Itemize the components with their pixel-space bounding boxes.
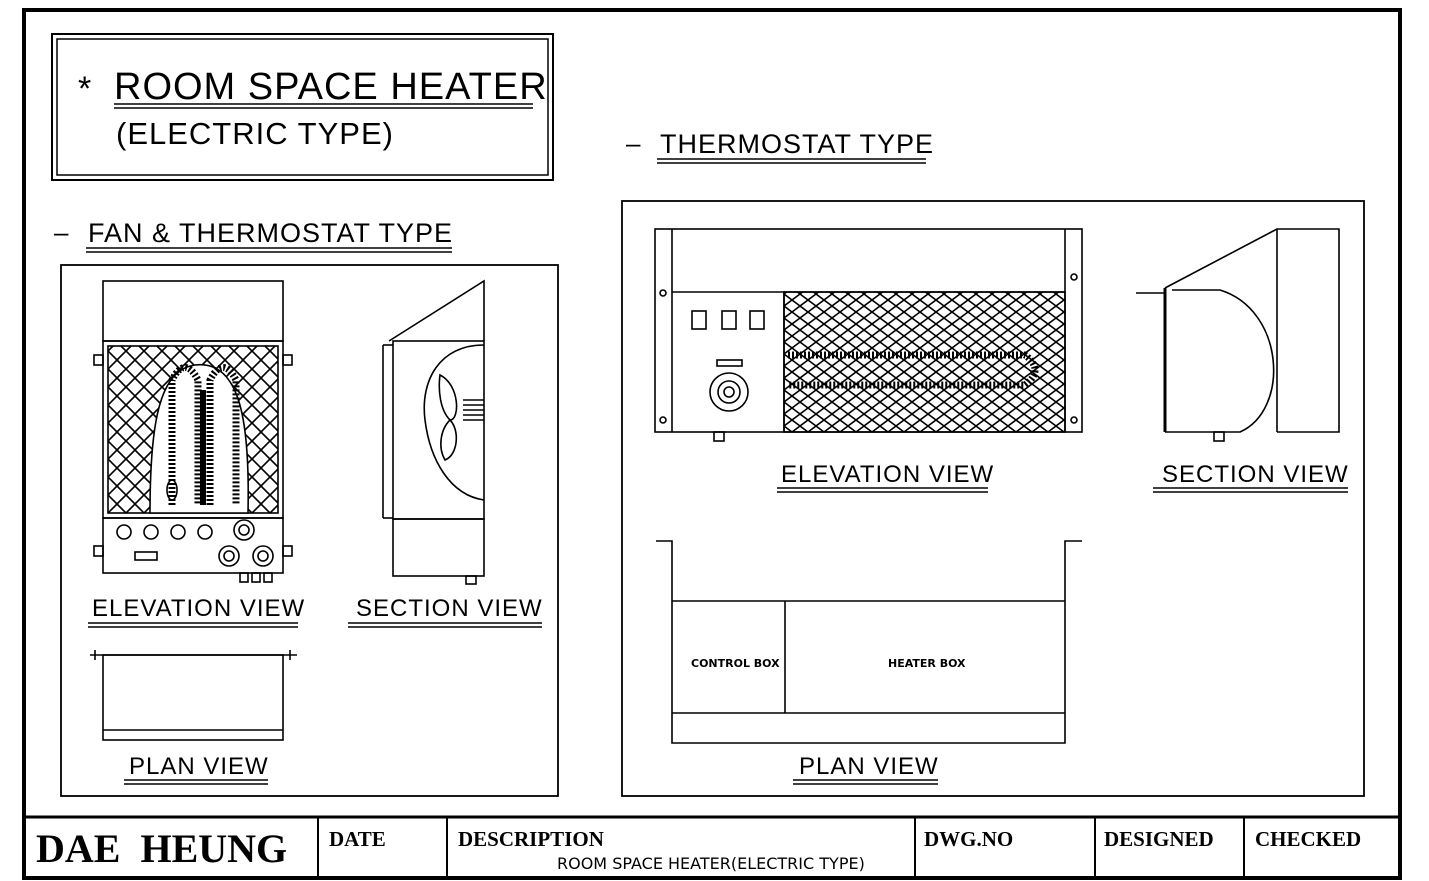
fan-plan-label: PLAN VIEW <box>129 753 269 780</box>
page-title: ROOM SPACE HEATER <box>114 66 548 108</box>
fan-section-drawing <box>382 279 485 585</box>
fan-thermostat-title: FAN & THERMOSTAT TYPE <box>88 218 453 248</box>
thermostat-plan-drawing <box>656 540 1082 744</box>
fan-elevation-label: ELEVATION VIEW <box>92 595 305 622</box>
thermostat-heading: – THERMOSTAT TYPE <box>626 128 934 164</box>
fan-plan-drawing <box>90 650 297 741</box>
page-subtitle: (ELECTRIC TYPE) <box>116 116 394 151</box>
thermostat-plan-label: PLAN VIEW <box>799 753 939 780</box>
thermostat-elevation-label: ELEVATION VIEW <box>781 461 994 488</box>
thermostat-elevation-drawing <box>654 228 1083 442</box>
thermostat-section-label: SECTION VIEW <box>1162 461 1349 488</box>
heater-box-label: HEATER BOX <box>888 657 966 670</box>
footer-strip <box>24 815 1400 878</box>
sheet-border <box>22 8 1402 880</box>
company-name: DAE HEUNG <box>36 826 287 871</box>
fan-elevation-drawing <box>93 280 293 583</box>
fan-thermostat-heading: – FAN & THERMOSTAT TYPE <box>54 217 453 253</box>
thermostat-panel <box>621 200 1365 797</box>
checked-label: CHECKED <box>1255 827 1361 851</box>
thermostat-section-drawing <box>1136 228 1340 442</box>
title-bullet: * <box>78 70 92 108</box>
thermostat-title: THERMOSTAT TYPE <box>660 129 934 159</box>
svg-text:–: – <box>54 217 69 247</box>
svg-text:–: – <box>626 128 641 158</box>
control-box-label: CONTROL BOX <box>691 657 780 670</box>
description-value: ROOM SPACE HEATER(ELECTRIC TYPE) <box>557 854 865 873</box>
title-block: * ROOM SPACE HEATER (ELECTRIC TYPE) <box>51 33 554 181</box>
fan-section-label: SECTION VIEW <box>356 595 543 622</box>
description-label: DESCRIPTION <box>458 827 604 851</box>
designed-label: DESIGNED <box>1104 827 1214 851</box>
date-label: DATE <box>329 827 386 851</box>
fan-thermostat-panel <box>60 264 559 797</box>
dwg-no-label: DWG.NO <box>924 827 1013 851</box>
